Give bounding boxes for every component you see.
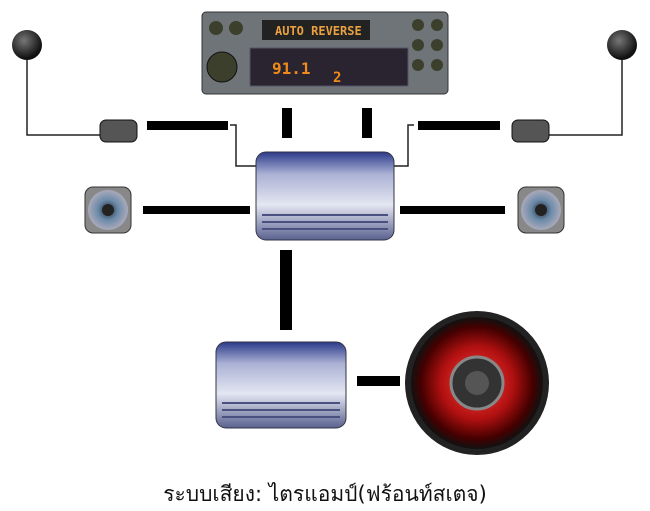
- preset-display: 2: [333, 70, 341, 86]
- amplifier-subwoofer: [215, 341, 347, 429]
- tweeter-left: [12, 30, 138, 143]
- midrange-right: [517, 186, 565, 234]
- amplifier-front: [255, 151, 395, 241]
- wires: [143, 108, 505, 386]
- volume-knob: [206, 51, 238, 83]
- subwoofer: [405, 311, 549, 455]
- head-unit: AUTO REVERSE 91.1 2: [201, 11, 449, 95]
- diagram-caption: ระบบเสียง: ไตรแอมป์(ฟร้อนท์สเตจ): [163, 482, 487, 506]
- tweeter-right: [511, 30, 637, 143]
- auto-reverse-label: AUTO REVERSE: [275, 24, 362, 38]
- frequency-display: 91.1: [272, 59, 311, 78]
- midrange-left: [84, 186, 132, 234]
